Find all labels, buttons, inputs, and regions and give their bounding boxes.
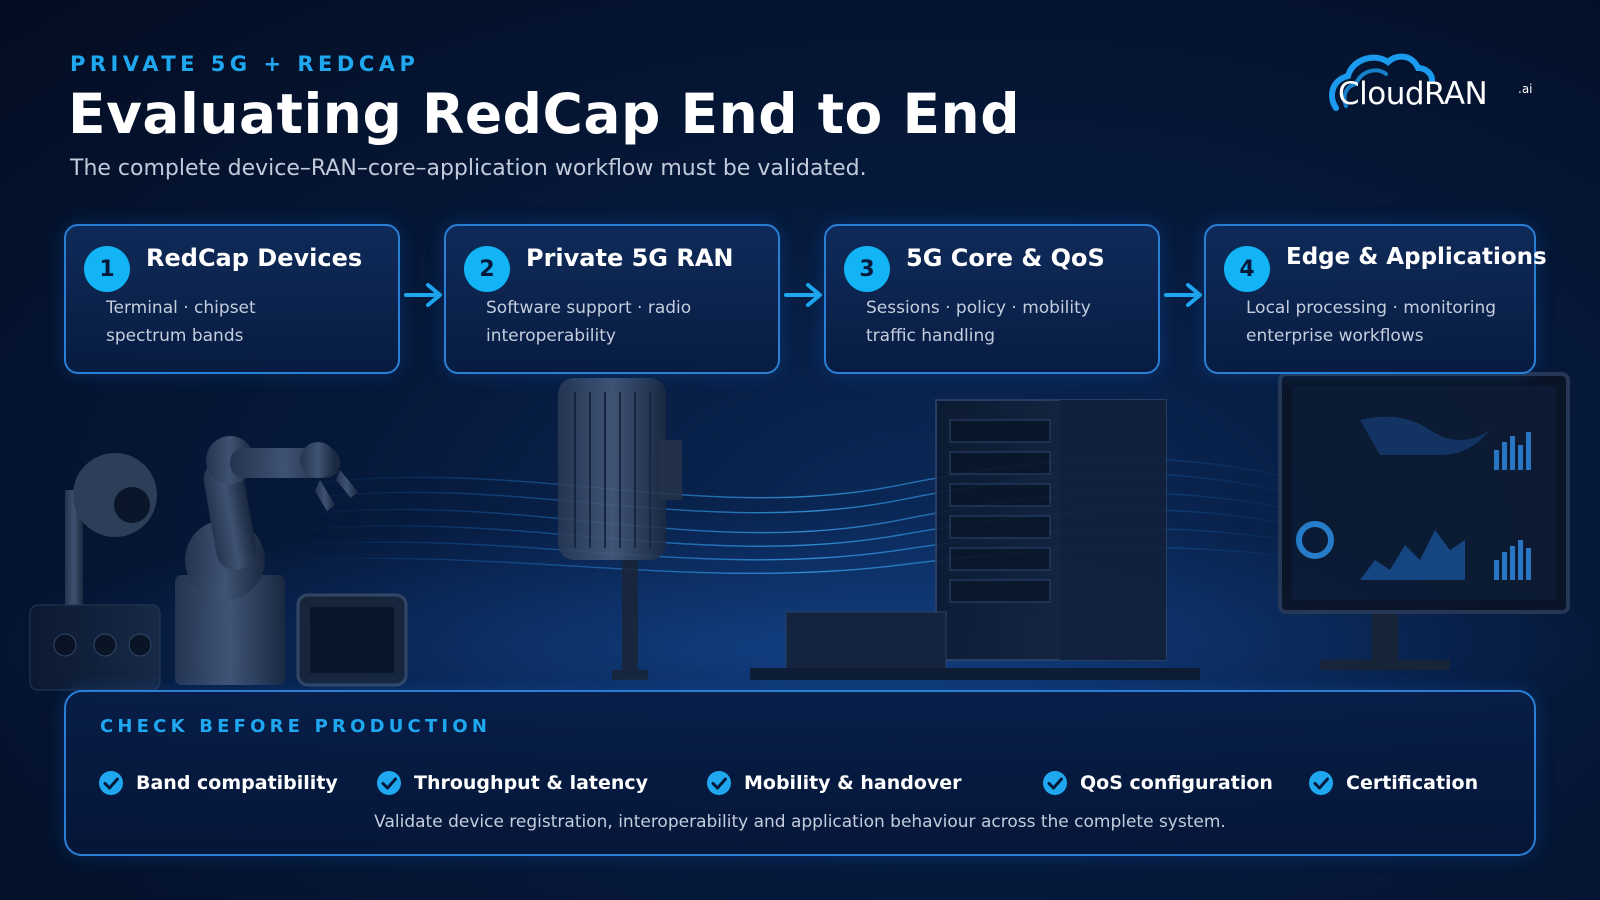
checklist-label: Throughput & latency — [414, 772, 649, 794]
logo-suffix: .ai — [1518, 82, 1533, 96]
checklist-label: Certification — [1346, 772, 1479, 794]
checklist-item: Throughput & latency — [376, 768, 648, 798]
check-circle-icon — [707, 771, 731, 795]
step-detail: traffic handling — [866, 326, 996, 346]
arrow-right-icon — [784, 283, 822, 307]
step-detail: Terminal · chipset — [106, 298, 256, 318]
step-number-badge: 2 — [464, 246, 510, 292]
arrow-right-icon — [1164, 283, 1202, 307]
step-card-core: 3 5G Core & QoS Sessions · policy · mobi… — [824, 224, 1160, 374]
step-number-badge: 4 — [1224, 246, 1270, 292]
cloudran-logo: CloudRAN .ai — [1322, 46, 1533, 126]
checklist-item: Certification — [1308, 768, 1478, 798]
step-detail: spectrum bands — [106, 326, 244, 346]
checklist-item: Mobility & handover — [706, 768, 962, 798]
step-title: RedCap Devices — [146, 244, 363, 272]
step-number-badge: 3 — [844, 246, 890, 292]
step-card-devices: 1 RedCap Devices Terminal · chipset spec… — [64, 224, 400, 374]
cloud-logo-icon — [1329, 53, 1435, 111]
check-circle-icon — [1043, 771, 1067, 795]
page-title: Evaluating RedCap End to End — [68, 82, 1021, 146]
page-subtitle: The complete device–RAN–core–application… — [70, 156, 867, 181]
step-detail: interoperability — [486, 326, 616, 346]
checklist-label: Band compatibility — [136, 772, 338, 794]
check-circle-icon — [99, 771, 123, 795]
step-card-ran: 2 Private 5G RAN Software support · radi… — [444, 224, 780, 374]
checklist-label: Mobility & handover — [744, 772, 962, 794]
step-detail: Software support · radio — [486, 298, 692, 318]
step-detail: enterprise workflows — [1246, 326, 1424, 346]
checklist-label: QoS configuration — [1080, 772, 1273, 794]
step-title: Private 5G RAN — [526, 244, 734, 272]
logo-wordmark: CloudRAN — [1338, 76, 1488, 112]
step-detail: Sessions · policy · mobility — [866, 298, 1091, 318]
checklist-heading: CHECK BEFORE PRODUCTION — [100, 716, 492, 737]
step-title: 5G Core & QoS — [906, 244, 1105, 272]
arrow-right-icon — [404, 283, 442, 307]
check-circle-icon — [1309, 771, 1333, 795]
checklist-item: Band compatibility — [98, 768, 338, 798]
step-title: Edge & Applications — [1286, 244, 1547, 270]
eyebrow-label: PRIVATE 5G + REDCAP — [70, 52, 420, 76]
step-card-edge: 4 Edge & Applications Local processing ·… — [1204, 224, 1547, 374]
check-circle-icon — [377, 771, 401, 795]
check-before-production-panel: CHECK BEFORE PRODUCTION Band compatibili… — [64, 690, 1536, 856]
step-detail: Local processing · monitoring — [1246, 298, 1497, 318]
checklist-note: Validate device registration, interopera… — [374, 812, 1226, 832]
checklist-item: QoS configuration — [1042, 768, 1273, 798]
step-number-badge: 1 — [84, 246, 130, 292]
